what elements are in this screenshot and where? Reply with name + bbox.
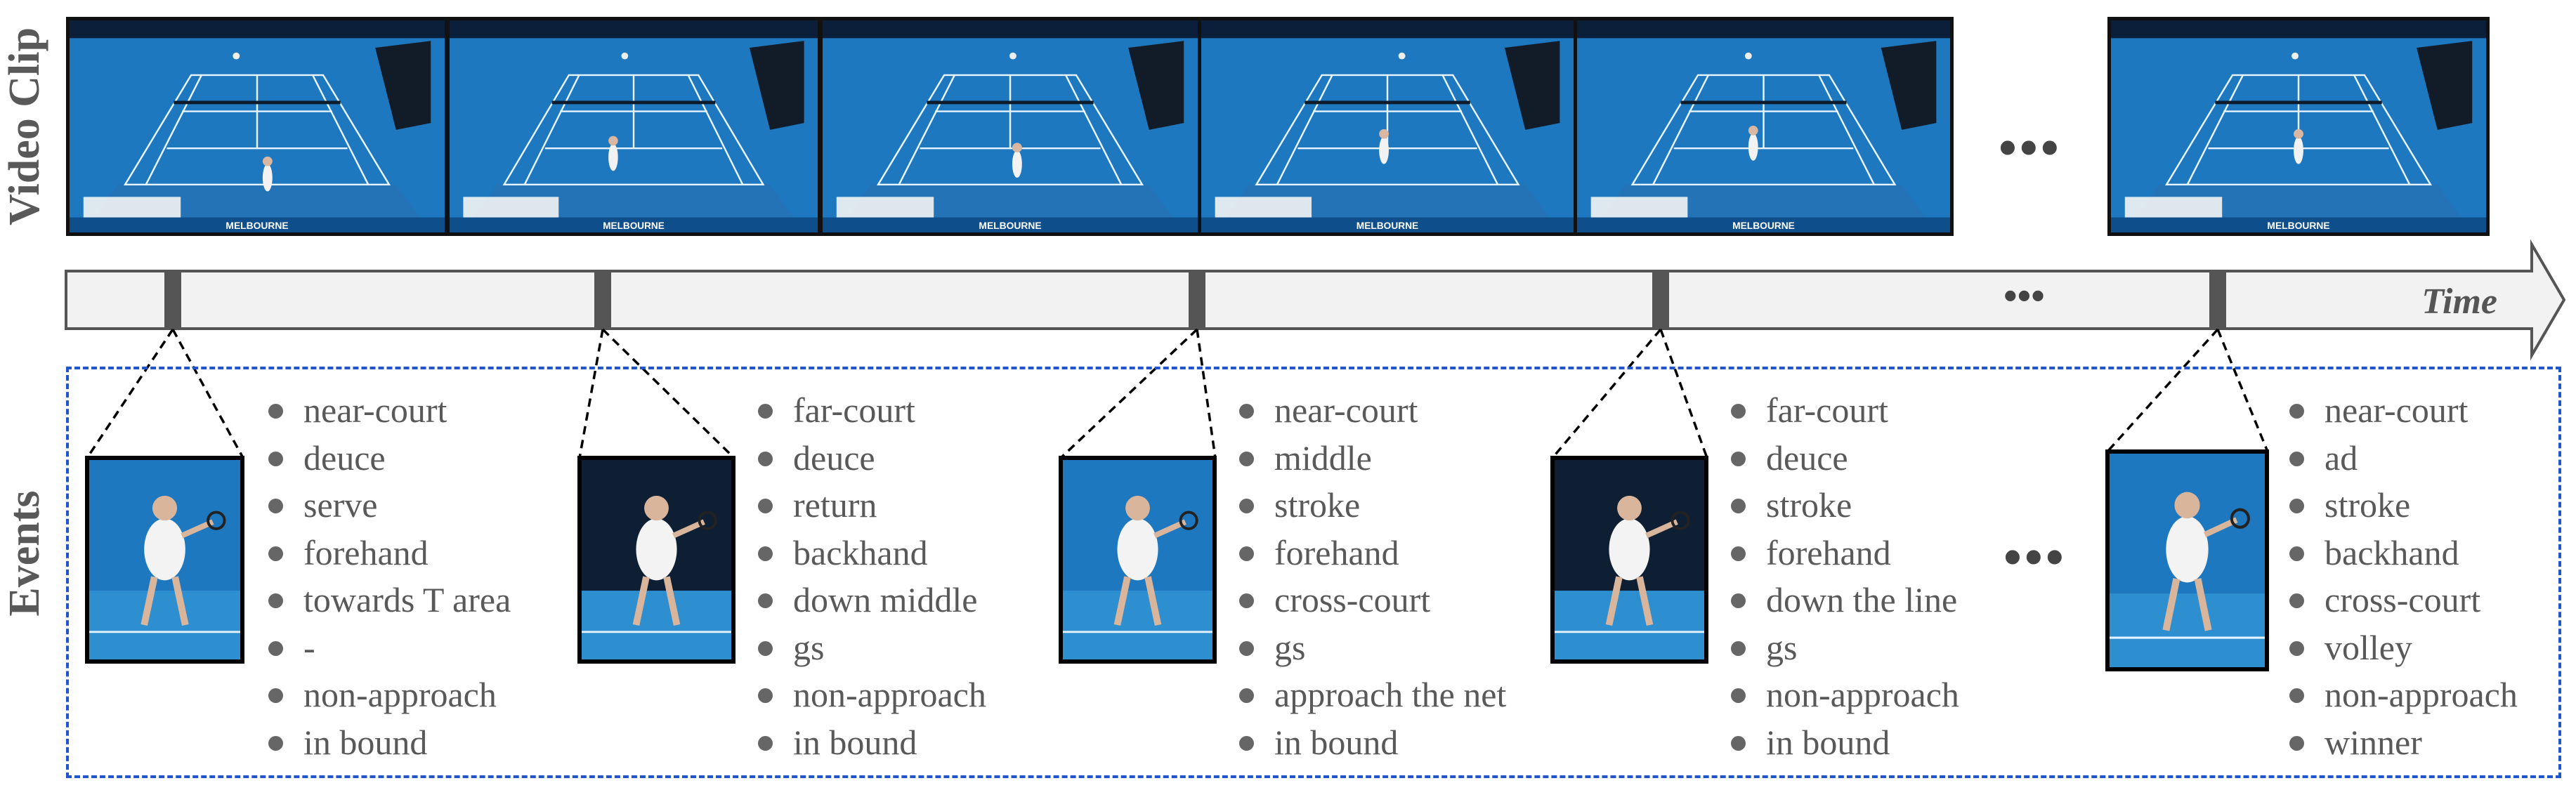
event-item: in bound <box>1236 719 1506 767</box>
timeline-marker <box>164 270 181 329</box>
event-item: non-approach <box>2287 671 2518 719</box>
event-item: stroke <box>1728 482 1959 530</box>
video-frame: MELBOURNE <box>819 17 1201 236</box>
event-item: return <box>755 482 986 530</box>
player-crop <box>85 456 244 664</box>
event-item: forehand <box>1236 530 1506 577</box>
event-item: far-court <box>1728 387 1959 435</box>
event-item: backhand <box>755 530 986 577</box>
event-list: far-court deuce return backhand down mid… <box>755 387 986 766</box>
event-item: gs <box>1236 624 1506 672</box>
event-item: cross-court <box>1236 577 1506 624</box>
event-item: non-approach <box>266 671 511 719</box>
event-item: down middle <box>755 577 986 624</box>
event-item: in bound <box>1728 719 1959 767</box>
video-frame: MELBOURNE <box>446 17 821 236</box>
event-item: backhand <box>2287 530 2518 577</box>
event-list: near-court deuce serve forehand towards … <box>266 387 511 766</box>
event-item: ad <box>2287 435 2518 482</box>
event-item: gs <box>1728 624 1959 672</box>
events-ellipsis: ••• <box>2003 529 2067 586</box>
event-item: winner <box>2287 719 2518 767</box>
event-item: forehand <box>266 530 511 577</box>
timeline-marker <box>594 270 611 329</box>
events-box <box>66 367 2561 778</box>
svg-text:MELBOURNE: MELBOURNE <box>225 221 288 231</box>
svg-text:MELBOURNE: MELBOURNE <box>1356 221 1418 231</box>
event-item: - <box>266 624 511 672</box>
event-list: near-court middle stroke forehand cross-… <box>1236 387 1506 766</box>
player-crop <box>1059 456 1217 664</box>
event-item: non-approach <box>1728 671 1959 719</box>
event-item: forehand <box>1728 530 1959 577</box>
event-item: stroke <box>1236 482 1506 530</box>
event-item: near-court <box>266 387 511 435</box>
event-list: far-court deuce stroke forehand down the… <box>1728 387 1959 766</box>
event-item: cross-court <box>2287 577 2518 624</box>
event-item: towards T area <box>266 577 511 624</box>
event-item: deuce <box>266 435 511 482</box>
event-item: down the line <box>1728 577 1959 624</box>
event-item: volley <box>2287 624 2518 672</box>
event-item: approach the net <box>1236 671 1506 719</box>
video-frame: MELBOURNE <box>66 17 448 236</box>
video-frame: MELBOURNE <box>1198 17 1577 236</box>
event-item: deuce <box>1728 435 1959 482</box>
timeline-ellipsis: ••• <box>2003 275 2045 318</box>
event-item: stroke <box>2287 482 2518 530</box>
timeline-arrow: ••• Time <box>65 239 2566 361</box>
timeline-marker <box>1652 270 1669 329</box>
event-item: in bound <box>755 719 986 767</box>
svg-text:MELBOURNE: MELBOURNE <box>2267 221 2329 231</box>
event-item: far-court <box>755 387 986 435</box>
svg-text:MELBOURNE: MELBOURNE <box>1732 221 1795 231</box>
player-crop <box>1550 456 1708 664</box>
event-item: non-approach <box>755 671 986 719</box>
event-list: near-court ad stroke backhand cross-cour… <box>2287 387 2518 766</box>
event-item: serve <box>266 482 511 530</box>
frames-ellipsis: ••• <box>1999 119 2062 177</box>
time-label: Time <box>2421 282 2497 322</box>
timeline-marker <box>1189 270 1205 329</box>
timeline-marker <box>2209 270 2226 329</box>
player-crop <box>2105 449 2269 671</box>
player-crop <box>577 456 735 664</box>
svg-text:MELBOURNE: MELBOURNE <box>979 221 1041 231</box>
video-frame: MELBOURNE <box>2107 17 2490 236</box>
event-item: near-court <box>2287 387 2518 435</box>
event-item: near-court <box>1236 387 1506 435</box>
svg-text:MELBOURNE: MELBOURNE <box>603 221 665 231</box>
event-item: middle <box>1236 435 1506 482</box>
video-frame: MELBOURNE <box>1574 17 1954 236</box>
event-item: gs <box>755 624 986 672</box>
event-item: in bound <box>266 719 511 767</box>
event-item: deuce <box>755 435 986 482</box>
